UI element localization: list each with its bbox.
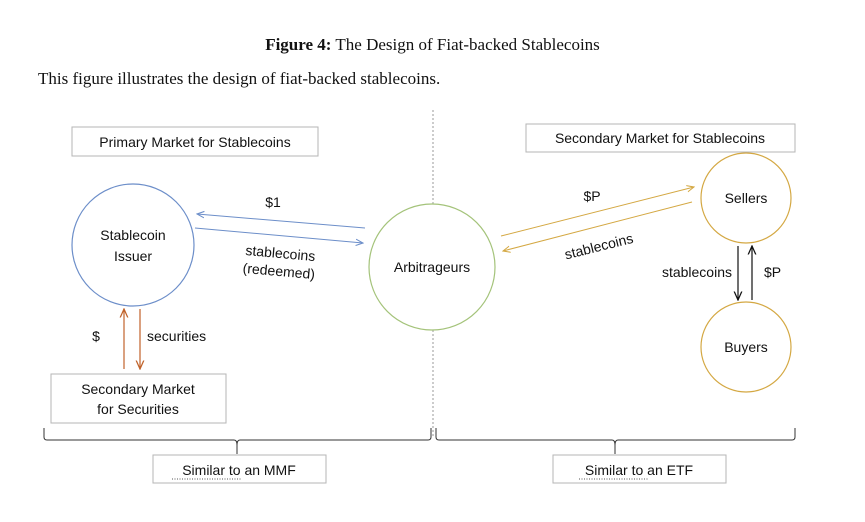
securities-market-box: Secondary Market for Securities	[50, 373, 227, 424]
similar-etf-label: Similar to an ETF	[585, 462, 693, 478]
right-brace	[435, 428, 796, 446]
buyers-node: Buyers	[700, 301, 792, 393]
primary-market-title-box: Primary Market for Stablecoins	[71, 126, 319, 157]
securities-market-line1: Secondary Market	[81, 381, 195, 397]
secondary-market-title: Secondary Market for Stablecoins	[555, 130, 765, 146]
secondary-market-title-box: Secondary Market for Stablecoins	[525, 123, 796, 153]
securities-label: securities	[147, 328, 206, 344]
figure-label: Figure 4:	[265, 35, 332, 54]
dollar-sign-label: $	[92, 328, 100, 344]
issuer-label-line1: Stablecoin	[100, 227, 165, 243]
left-brace	[43, 428, 432, 446]
similar-mmf-box: Similar to an MMF	[152, 454, 327, 484]
securities-market-line2: for Securities	[97, 401, 179, 417]
stablecoins-secondary-label: stablecoins	[563, 230, 635, 262]
dollar-p-top-label: $P	[583, 188, 600, 204]
primary-market-title: Primary Market for Stablecoins	[99, 134, 290, 150]
redeem-flow-arrow	[194, 227, 363, 243]
issuer-node: Stablecoin Issuer	[71, 183, 195, 307]
issuer-label-line2: Issuer	[114, 248, 152, 264]
stablecoins-redeemed-line2: (redeemed)	[242, 260, 315, 282]
figure-description: This figure illustrates the design of fi…	[38, 69, 441, 88]
similar-mmf-label: Similar to an MMF	[182, 462, 296, 478]
similar-etf-box: Similar to an ETF	[552, 454, 727, 484]
price-flow-arrow	[500, 187, 694, 237]
arbitrageurs-label: Arbitrageurs	[394, 259, 470, 275]
dollar-flow-arrow	[197, 214, 366, 229]
figure-caption: Figure 4: The Design of Fiat-backed Stab…	[0, 35, 865, 55]
stablecoins-vertical-label: stablecoins	[662, 264, 732, 280]
dollar-one-label: $1	[265, 194, 281, 210]
buyers-label: Buyers	[724, 339, 768, 355]
stablecoin-sale-arrow	[503, 201, 693, 251]
figure-title: The Design of Fiat-backed Stablecoins	[335, 35, 600, 54]
sellers-label: Sellers	[725, 190, 768, 206]
stablecoins-redeemed-line1: stablecoins	[245, 242, 316, 264]
sellers-node: Sellers	[700, 152, 792, 244]
arbitrageurs-node: Arbitrageurs	[368, 203, 496, 331]
dollar-p-vertical-label: $P	[764, 264, 781, 280]
